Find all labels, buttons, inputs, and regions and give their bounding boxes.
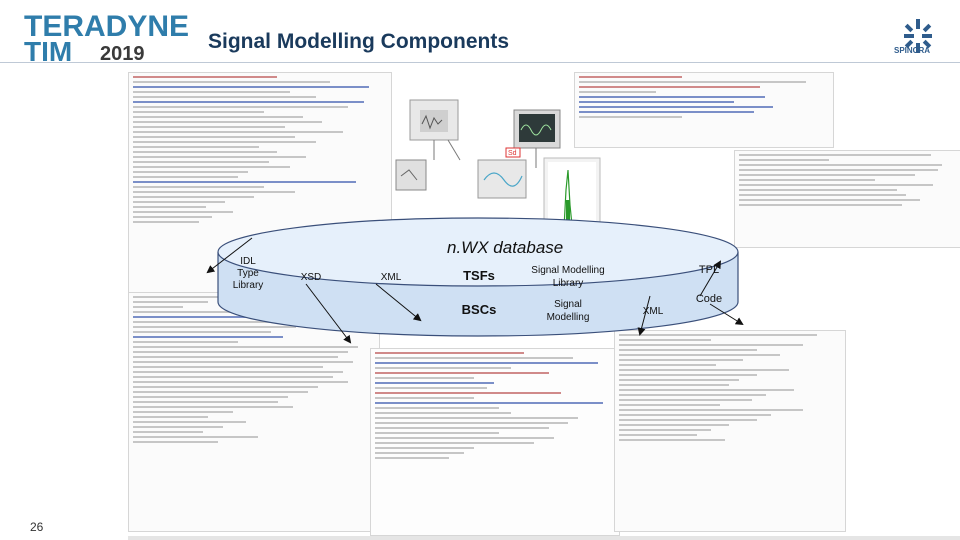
title-divider [0, 62, 960, 63]
spincra-logo-icon [904, 19, 932, 53]
database-title: n.WX database [447, 238, 564, 257]
database-cylinder [217, 217, 739, 337]
db-item-bscs: BSCs [461, 302, 497, 317]
code-output-panel [734, 150, 960, 248]
xml-code-panel [370, 348, 620, 536]
db-item-xsd: XSD [300, 272, 322, 283]
teradyne-logo: TERADYNE [24, 10, 190, 43]
source-node-right [477, 159, 527, 199]
logo-year: 2019 [100, 43, 145, 65]
page-title: Signal Modelling Components [208, 30, 509, 53]
oscilloscope-node [513, 109, 561, 149]
tsf-code-panel [574, 72, 834, 148]
cpp-code-panel [128, 292, 380, 532]
signal-tag-box [505, 147, 521, 158]
db-item-tpl: TPL [698, 264, 720, 276]
page-number: 26 [30, 520, 44, 534]
signal-tag-text: Sd [508, 150, 517, 157]
spincra-wordmark: SPINCRA [894, 46, 931, 55]
db-item-code: Code [695, 293, 723, 305]
db-item-xml-right: XML [642, 306, 664, 317]
db-item-tsfs: TSFs [463, 268, 495, 283]
footer-bar [128, 536, 960, 540]
tim-logo: TIM [24, 36, 73, 67]
db-item-signal-modelling: Signal Modelling [546, 299, 590, 323]
signal-component-node [409, 99, 459, 141]
atlas-code-panel [614, 330, 846, 532]
db-item-signal-modelling-library: Signal Modelling Library [531, 265, 605, 289]
flow-arrows [206, 237, 744, 344]
db-item-idl: IDL Type Library [232, 256, 264, 291]
db-item-xml-left: XML [380, 272, 402, 283]
source-node-left [395, 159, 427, 191]
